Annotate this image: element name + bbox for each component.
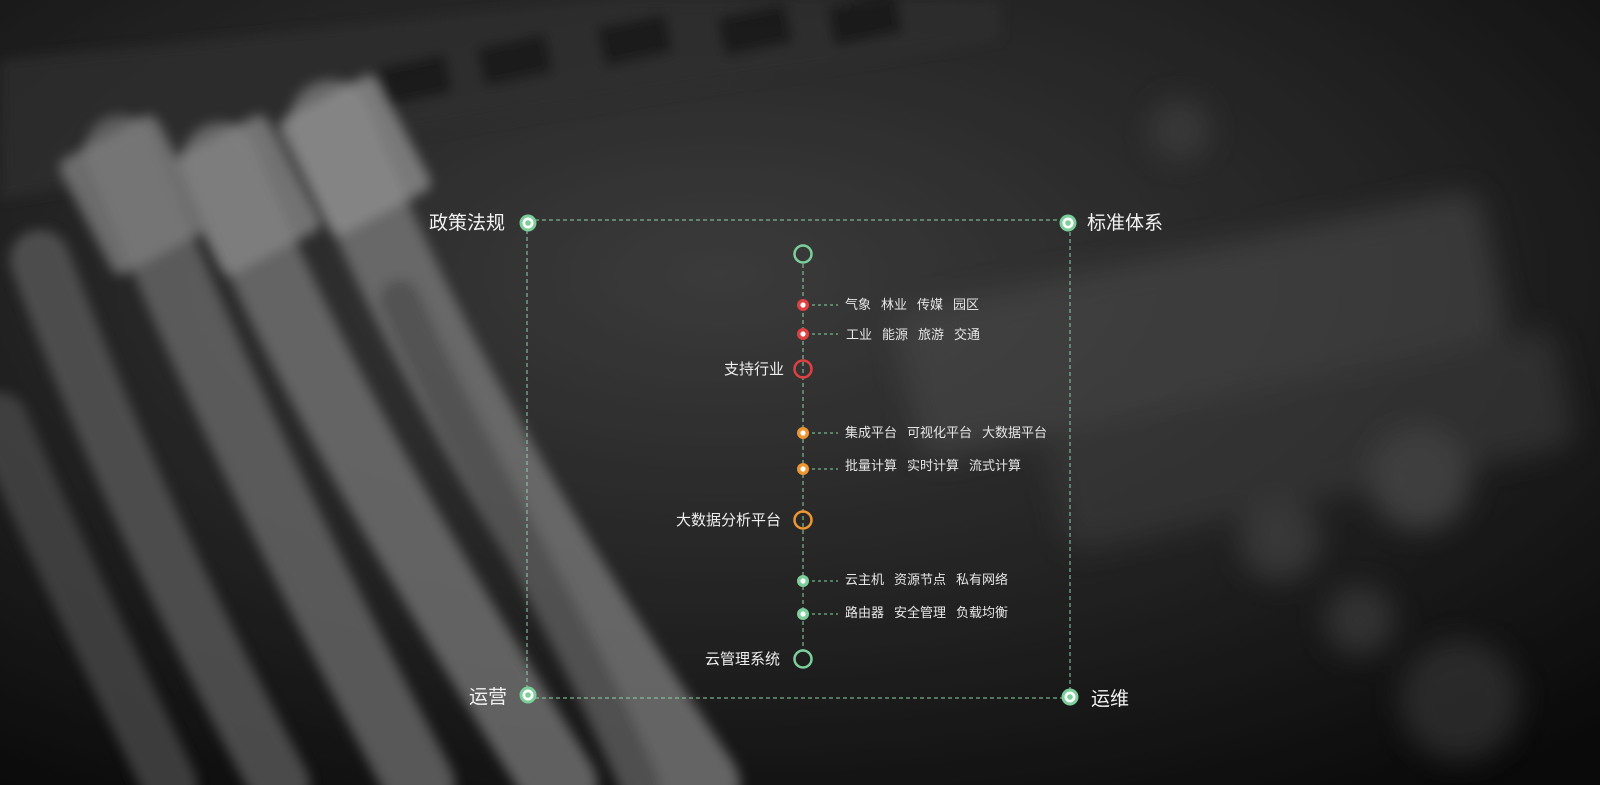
tier-bigdata-row-2: 批量计算实时计算流式计算: [845, 459, 1031, 475]
corner-label-bottom-right: 运维: [1091, 688, 1130, 710]
corner-label-top-left: 政策法规: [429, 212, 506, 234]
corner-dot-top-left-core: [525, 220, 531, 226]
tier-1-row-2-dot-center: [800, 331, 806, 337]
tier-label-cloud-management: 云管理系统: [705, 650, 781, 668]
tier-industries-row-2: 工业能源旅游交通: [846, 328, 990, 344]
tier-2-row-2-dot-center: [800, 466, 806, 472]
item-label: 可视化平台: [907, 426, 973, 441]
item-label: 能源: [882, 328, 909, 343]
tier-3-row-2-dot-center: [800, 611, 806, 617]
item-label: 负载均衡: [956, 606, 1009, 621]
corner-label-bottom-left: 运营: [469, 686, 508, 708]
tier-1-row-1-dot-center: [800, 302, 806, 308]
item-label: 流式计算: [969, 459, 1022, 474]
corner-dot-top-right-core: [1065, 220, 1071, 226]
tier-industries-row-1: 气象林业传媒园区: [845, 298, 989, 314]
corner-dot-bottom-right-core: [1067, 694, 1073, 700]
tier-2-row-1-dot-center: [800, 430, 806, 436]
top-ring: [793, 244, 813, 264]
item-label: 集成平台: [845, 426, 898, 441]
tier-3-row-1-dot-center: [800, 578, 806, 584]
tier-bigdata-row-1: 集成平台可视化平台大数据平台: [845, 426, 1057, 442]
item-label: 交通: [954, 328, 981, 343]
tier-cloud-row-2: 路由器安全管理负载均衡: [845, 606, 1018, 622]
corner-dot-bottom-left-core: [525, 692, 531, 698]
tier-ring-1: [793, 359, 813, 379]
item-label: 私有网络: [956, 573, 1009, 588]
item-label: 安全管理: [894, 606, 947, 621]
tier-label-industries: 支持行业: [724, 360, 785, 378]
tier-cloud-row-1: 云主机资源节点私有网络: [845, 573, 1018, 589]
item-label: 园区: [953, 298, 980, 313]
item-label: 传媒: [917, 298, 944, 313]
tier-ring-3: [793, 649, 813, 669]
item-label: 工业: [846, 328, 873, 343]
item-label: 云主机: [845, 573, 885, 588]
item-label: 林业: [881, 298, 908, 313]
tier-label-bigdata-platform: 大数据分析平台: [676, 511, 782, 529]
item-label: 资源节点: [894, 573, 947, 588]
item-label: 大数据平台: [982, 426, 1048, 441]
item-label: 批量计算: [845, 459, 898, 474]
item-label: 实时计算: [907, 459, 960, 474]
item-label: 路由器: [845, 606, 885, 621]
item-label: 旅游: [918, 328, 945, 343]
tier-ring-2: [793, 510, 813, 530]
item-label: 气象: [845, 298, 872, 313]
corner-label-top-right: 标准体系: [1087, 212, 1164, 234]
